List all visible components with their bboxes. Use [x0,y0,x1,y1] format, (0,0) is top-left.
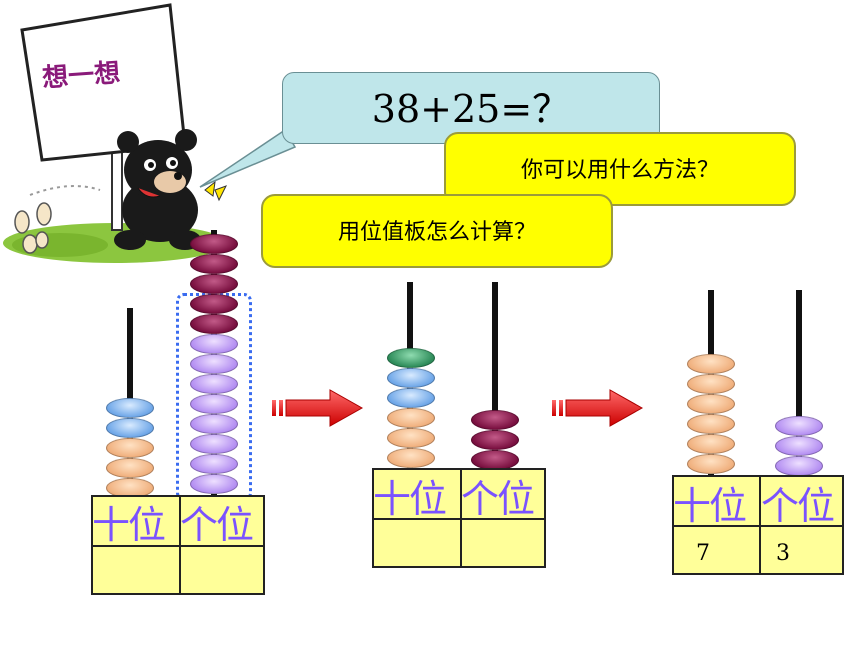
ones-bead [190,434,238,454]
ones-digit: 3 [776,541,790,566]
ones-label: 个位 [461,477,535,521]
tens-label: 十位 [373,477,447,521]
question-bubble-board: 用位值板怎么计算？ [261,194,613,268]
ones-bead [190,354,238,374]
tens-bead [687,394,735,414]
ones-label: 个位 [761,484,835,528]
ones-bead [190,334,238,354]
tens-bead [687,414,735,434]
tens-bead [687,354,735,374]
tens-digit: 7 [696,541,710,566]
tens-label: 十位 [92,503,166,547]
tens-bead [106,418,154,438]
ones-bead [190,374,238,394]
tens-bead [387,368,435,388]
ones-bead [190,274,238,294]
board-divider [91,545,265,547]
tens-label: 十位 [673,484,747,528]
arrow-right-icon [552,389,644,427]
sign-title: 想一想 [41,58,122,94]
tens-bead [687,434,735,454]
ones-bead [190,414,238,434]
tens-bead [687,374,735,394]
board-divider [372,518,546,520]
ones-label: 个位 [180,503,254,547]
tens-bead [106,458,154,478]
ones-bead [775,456,823,476]
tens-bead [387,348,435,368]
tens-bead [106,438,154,458]
ones-bead [775,416,823,436]
tens-bead [387,408,435,428]
bear-with-sign-illustration [3,3,228,263]
ones-bead [775,436,823,456]
arrow-right-icon [272,389,364,427]
tens-bead [387,428,435,448]
tens-bead [387,388,435,408]
ones-bead [471,450,519,470]
ones-bead [190,294,238,314]
tens-bead [106,398,154,418]
ones-bead [190,314,238,334]
board-divider [672,525,844,527]
ones-bead [471,430,519,450]
ones-rod-3 [796,290,802,480]
tens-bead [387,448,435,468]
ones-bead [190,394,238,414]
ones-bead [190,454,238,474]
ones-bead [190,254,238,274]
ones-bead [471,410,519,430]
question-bubble-method: 你可以用什么方法？ [444,132,796,206]
ones-bead [190,234,238,254]
ones-rod-2 [492,282,498,472]
ones-bead [190,474,238,494]
tens-bead [687,454,735,474]
